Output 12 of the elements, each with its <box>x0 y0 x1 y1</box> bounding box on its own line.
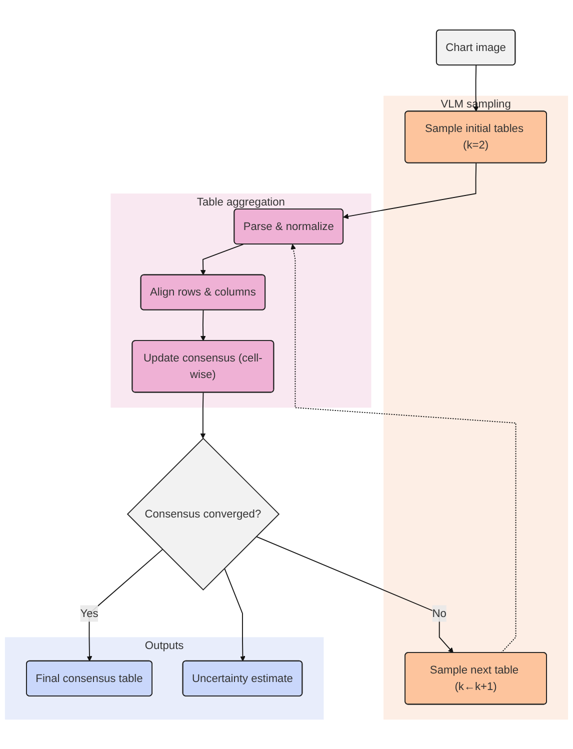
arrow <box>200 244 244 276</box>
edge-label: Yes <box>80 606 98 620</box>
arrow <box>86 548 163 662</box>
arrow <box>473 64 479 112</box>
edge-label: No <box>432 606 446 620</box>
arrow <box>200 392 206 438</box>
node-diamond: Consensus converged? <box>126 437 280 590</box>
arrow <box>256 536 454 653</box>
arrow <box>224 568 246 662</box>
arrow <box>200 309 206 341</box>
arrow <box>290 244 516 654</box>
arrow <box>343 162 477 219</box>
